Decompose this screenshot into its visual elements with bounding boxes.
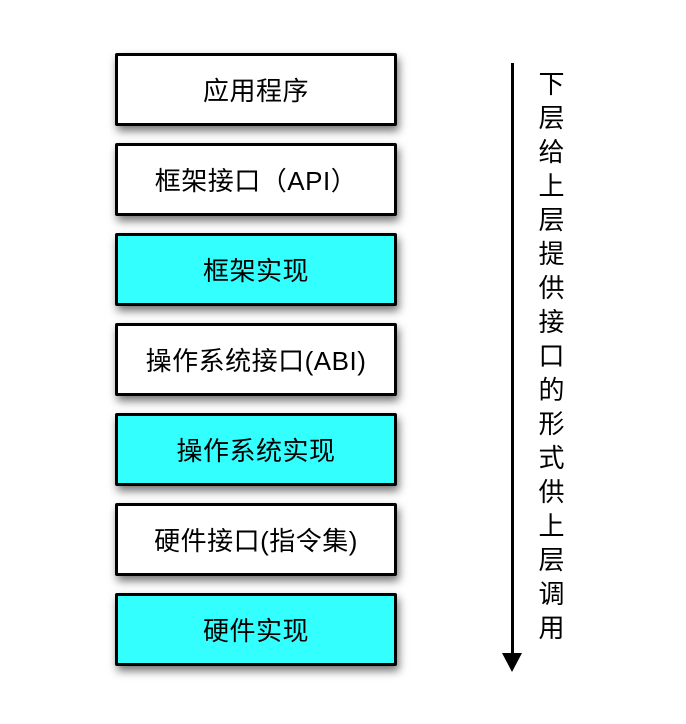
layer-label: 应用程序	[202, 76, 309, 106]
layer-box-os-impl: 操作系统实现	[115, 413, 397, 486]
layer-label: 硬件接口(指令集)	[154, 526, 358, 556]
layer-label: 操作系统接口(ABI)	[145, 346, 367, 376]
layer-stack: 应用程序 框架接口（API） 框架实现 操作系统接口(ABI) 操作系统实现 硬…	[115, 53, 397, 666]
layer-label: 框架接口（API）	[154, 166, 358, 196]
down-arrow-head-icon	[502, 653, 522, 672]
layer-box-framework-api: 框架接口（API）	[115, 143, 397, 216]
layer-label: 硬件实现	[202, 616, 309, 646]
layer-box-hardware-impl: 硬件实现	[115, 593, 397, 666]
down-arrow-shaft	[511, 63, 514, 653]
layer-label: 操作系统实现	[176, 436, 336, 466]
layer-label: 框架实现	[202, 256, 309, 286]
layer-box-application: 应用程序	[115, 53, 397, 126]
layer-box-framework-impl: 框架实现	[115, 233, 397, 306]
layer-box-hardware-interface: 硬件接口(指令集)	[115, 503, 397, 576]
layer-box-os-abi: 操作系统接口(ABI)	[115, 323, 397, 396]
vertical-annotation: 下层给上层提供接口的形式供上层调用	[535, 70, 565, 648]
